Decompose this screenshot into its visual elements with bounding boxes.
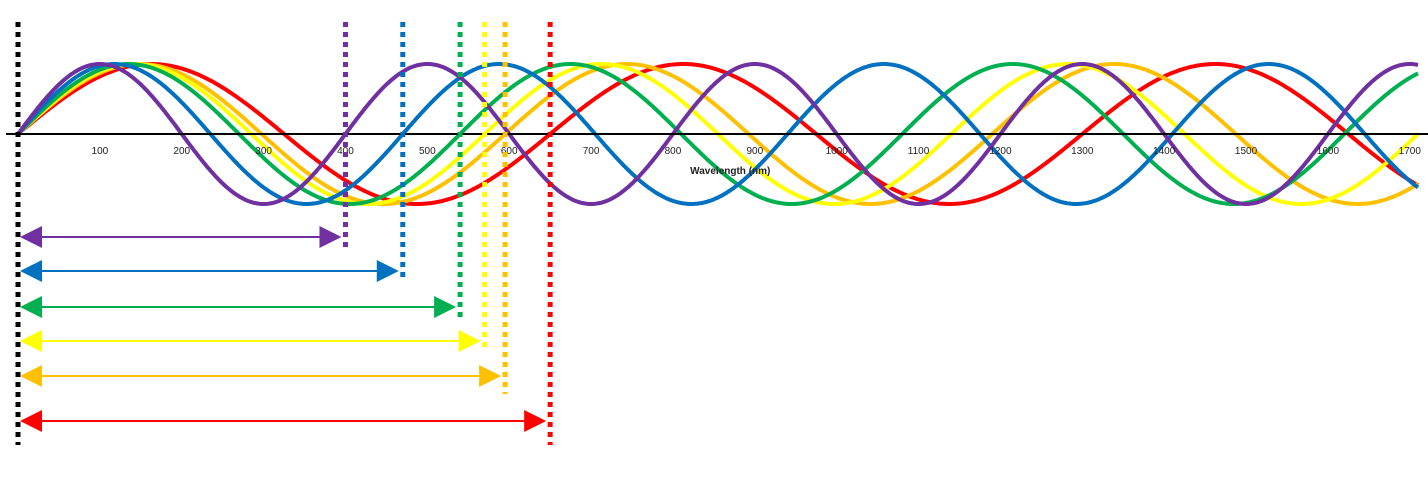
sine-curve-0 [16, 62, 1420, 206]
x-tick-label: 1100 [908, 146, 930, 157]
x-tick-label: 1700 [1399, 146, 1422, 157]
sine-curve-5 [16, 62, 1419, 206]
sine-curve-4 [16, 62, 1420, 206]
wavelength-arrow [20, 226, 342, 248]
x-tick-label: 700 [583, 146, 600, 157]
x-tick-label: 1500 [1235, 146, 1258, 157]
wavelength-arrows [20, 226, 547, 432]
x-tick-labels: 100 200 300 400 500 600 700 800 900 1000 1100 1200 1… [92, 146, 1422, 157]
x-axis-label: Wavelength (nm) [690, 166, 770, 177]
wavelength-arrow [20, 296, 457, 318]
x-tick-label: 100 [92, 146, 109, 157]
x-tick-label: 1300 [1071, 146, 1094, 157]
sine-curve-3 [16, 62, 1419, 206]
x-tick-label: 400 [337, 146, 354, 157]
wavelength-markers [15, 22, 553, 445]
x-tick-label: 1400 [1153, 146, 1176, 157]
wavelength-arrow [20, 330, 481, 352]
sine-curve-1 [16, 62, 1420, 206]
x-tick-label: 1000 [826, 146, 849, 157]
x-tick-label: 500 [419, 146, 436, 157]
x-tick-label: 200 [173, 146, 190, 157]
x-tick-label: 300 [255, 146, 272, 157]
wavelength-arrow [20, 260, 399, 282]
x-tick-label: 600 [501, 146, 518, 157]
wavelength-arrow [20, 410, 547, 432]
x-tick-label: 1200 [989, 146, 1012, 157]
x-tick-label: 1600 [1317, 146, 1340, 157]
x-tick-label: 900 [746, 146, 763, 157]
x-tick-label: 800 [665, 146, 682, 157]
wavelength-arrow [20, 365, 502, 387]
